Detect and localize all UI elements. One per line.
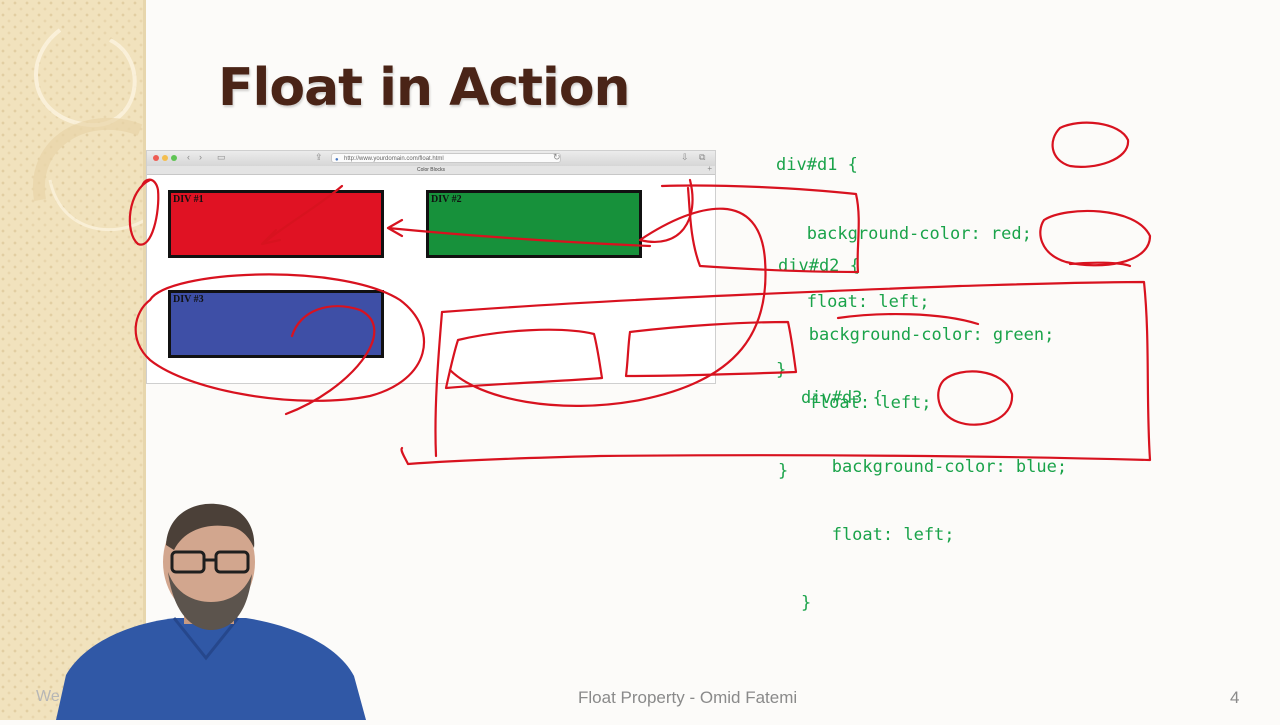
globe-icon: ● <box>335 157 339 163</box>
tab-title: Color Blocks <box>416 167 446 173</box>
zoom-window-icon[interactable] <box>171 155 177 161</box>
browser-toolbar: ‹ › ▭ ⇪ ● http://www.yourdomain.com/floa… <box>147 151 715 167</box>
div3-label: DIV #3 <box>173 294 204 305</box>
footer-left-text: We <box>36 688 60 705</box>
slide-title: Float in Action <box>218 58 631 118</box>
address-bar[interactable]: ● http://www.yourdomain.com/float.html <box>331 153 561 163</box>
div2-block: DIV #2 <box>426 190 642 258</box>
annotation-circle-green <box>1039 209 1152 267</box>
code-line: background-color: blue; <box>801 456 1068 477</box>
close-window-icon[interactable] <box>153 155 159 161</box>
decorative-background-band <box>0 0 146 720</box>
div1-block: DIV #1 <box>168 190 384 258</box>
div2-label: DIV #2 <box>431 194 462 205</box>
code-line: div#d1 { <box>776 155 858 176</box>
address-url: http://www.yourdomain.com/float.html <box>344 156 444 162</box>
presenter-collar <box>172 617 240 661</box>
footer-title: Float Property - Omid Fatemi <box>578 688 798 707</box>
div1-label: DIV #1 <box>173 194 204 205</box>
browser-tab[interactable]: Color Blocks + <box>147 164 715 175</box>
code-line: } <box>778 460 789 481</box>
back-icon[interactable]: ‹ <box>187 152 190 162</box>
forward-icon[interactable]: › <box>199 152 202 162</box>
code-line: div#d3 { <box>801 388 883 409</box>
minimize-window-icon[interactable] <box>162 155 168 161</box>
presenter-video <box>56 503 366 720</box>
annotation-circle-red <box>1051 121 1130 168</box>
code-line: } <box>801 592 812 613</box>
browser-window: ‹ › ▭ ⇪ ● http://www.yourdomain.com/floa… <box>146 150 716 384</box>
presenter-glasses-left <box>170 550 206 574</box>
div3-block: DIV #3 <box>168 290 384 358</box>
new-tab-icon[interactable]: + <box>707 164 712 173</box>
tabs-icon[interactable]: ⧉ <box>699 152 706 162</box>
reload-icon[interactable]: ↻ <box>553 152 561 162</box>
code-line: div#d2 { <box>778 256 860 277</box>
presenter-shirt <box>56 618 366 720</box>
code-d3: div#d3 { background-color: blue; float: … <box>801 342 1067 637</box>
code-line: float: left; <box>801 524 955 545</box>
share-icon[interactable]: ⇪ <box>315 152 323 162</box>
presenter-hair <box>166 503 255 550</box>
sidebar-icon[interactable]: ▭ <box>217 152 226 162</box>
annotation-underline-green <box>1068 261 1132 268</box>
download-icon[interactable]: ⇩ <box>681 152 689 162</box>
page-number: 4 <box>1230 688 1240 707</box>
presenter-glasses-right <box>214 550 250 574</box>
presenter-beard <box>168 572 252 630</box>
